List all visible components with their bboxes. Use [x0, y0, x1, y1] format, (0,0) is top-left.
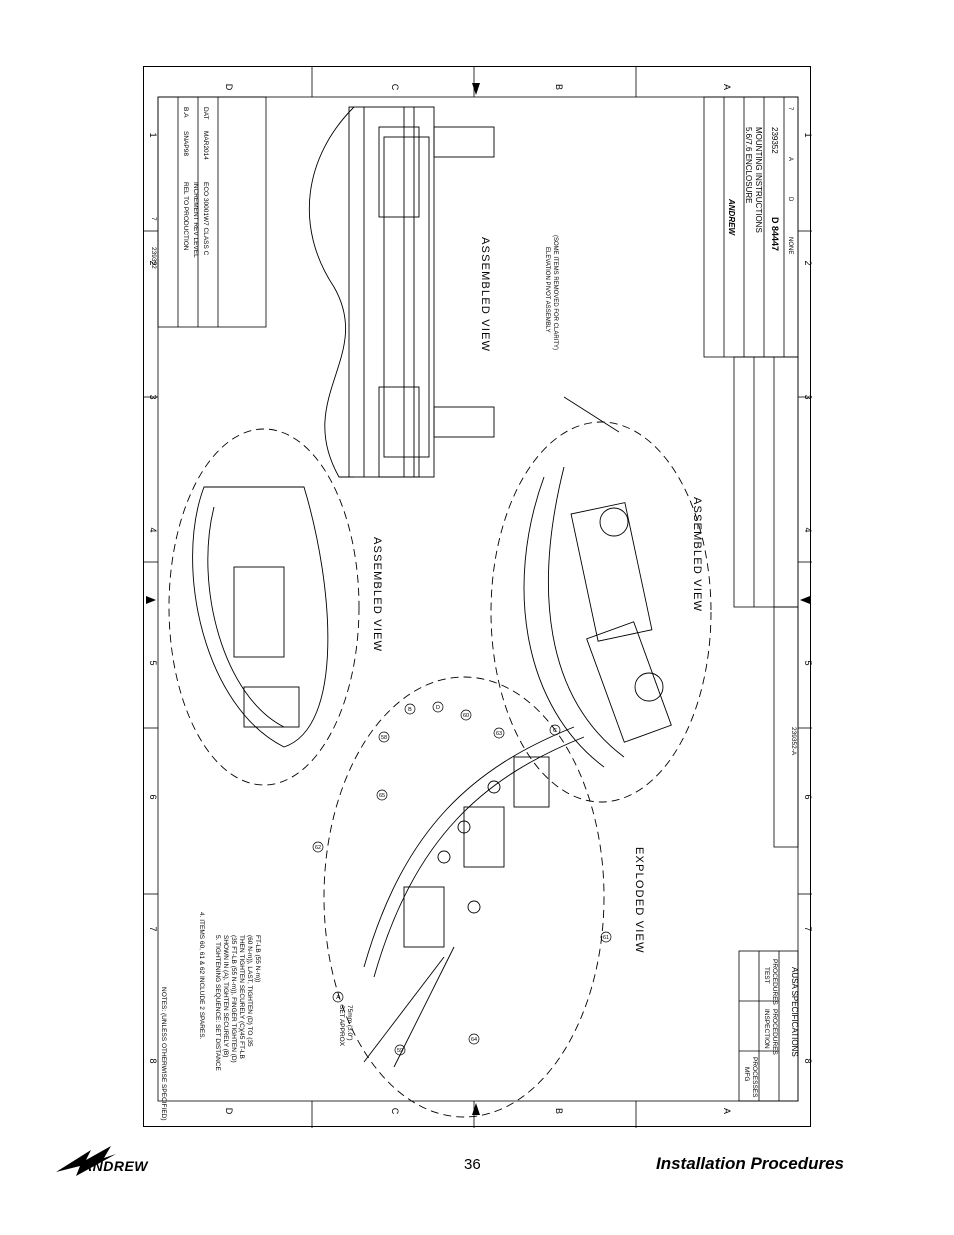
revision-number: 239352: [150, 247, 157, 269]
spec-col-2-bottom: PROCEDURES: [771, 1009, 778, 1056]
zone-letter-bottom-c: C: [390, 1108, 400, 1115]
assembled-view-profile: [308, 106, 495, 478]
assembled-view-pivot: [490, 396, 712, 803]
spec-col-2-top: INSPECTION: [763, 1009, 770, 1049]
exploded-view: [323, 676, 605, 1118]
revision-sheet: 7: [150, 217, 157, 221]
notes-line-7: FT-LB (55 N-m)): [254, 935, 261, 982]
caption-assembled-upper-right: ASSEMBLED VIEW: [479, 237, 491, 352]
balloon-a: A: [336, 995, 340, 1001]
zone-number-right-5: 5: [803, 660, 812, 665]
revision-row-1-by: B.A: [182, 107, 189, 118]
balloon-63: 63: [496, 731, 502, 737]
zone-number-left-6: 6: [148, 794, 158, 799]
zone-number-left-1: 1: [148, 132, 158, 137]
zone-number-left-8: 8: [148, 1058, 158, 1063]
balloon-64: 64: [471, 1037, 477, 1043]
title-block-company: ANDREW: [727, 198, 736, 236]
notes-line-5: THEN TIGHTEN SECURELY (C)(45 FT-LB: [238, 935, 245, 1059]
zone-number-left-4: 4: [148, 527, 158, 532]
engineering-drawing-sheet: D C B A D C B A 1 2 3 4 5 6 7 8 1 2 3 4 …: [143, 66, 812, 1128]
set-approx-line-2: 75mm (3.0"): [346, 1005, 353, 1041]
zone-number-right-1: 1: [803, 132, 812, 137]
balloon-60: 60: [463, 713, 469, 719]
caption-assembled-upper-left: ASSEMBLED VIEW: [371, 537, 383, 652]
balloon-58: 58: [381, 735, 387, 741]
balloon-b: B: [408, 707, 412, 713]
zone-letter-bottom-a: A: [722, 1108, 732, 1114]
page-number: 36: [464, 1156, 481, 1173]
spec-col-3-bottom: PROCEDURES: [771, 959, 778, 1006]
page-footer: ANDREW 36 Installation Procedures: [0, 1138, 954, 1198]
title-block-title-line-2: MOUNTING INSTRUCTIONS: [754, 127, 763, 233]
notes-line-6: (60 N-m)), LAST, TIGHTEN (D) TO (35: [246, 935, 253, 1047]
bottom-reference: 239352-A: [790, 727, 797, 756]
balloon-65: 65: [379, 793, 385, 799]
zone-number-left-2: 2: [148, 260, 158, 265]
balloon-59: 59: [397, 1048, 403, 1054]
title-block-size: D: [787, 197, 793, 202]
zone-number-right-6: 6: [803, 794, 812, 799]
title-block-rev: A: [787, 157, 793, 161]
revision-row-1-date: SNAP98: [182, 131, 189, 156]
balloon-d: D: [436, 705, 440, 711]
pivot-callout-line-1: ELEVATION PIVOT ASSEMBLY: [544, 247, 550, 333]
zone-letter-top-d: D: [224, 84, 234, 91]
revision-row-3-by: DAT: [202, 107, 209, 120]
pivot-callout-line-2: (SOME ITEMS REMOVED FOR CLARITY): [552, 235, 558, 350]
balloon-61: 61: [603, 935, 609, 941]
notes-line-1: 4. ITEMS 60, 61 & 62 INCLUDE 2 SPARES.: [198, 912, 205, 1040]
title-block-part-number: 239352: [770, 127, 779, 154]
title-block-frame: [157, 96, 799, 1102]
balloon-62: 62: [315, 845, 321, 851]
zone-letter-top-a: A: [722, 84, 732, 90]
zone-number-right-3: 3: [803, 394, 812, 399]
notes-line-3: SHOWN IN (A), TIGHTEN SECURELY (B): [222, 935, 229, 1057]
notes-line-0: NOTES: (UNLESS OTHERWISE SPECIFIED): [160, 987, 167, 1121]
zone-letter-top-c: C: [390, 84, 400, 91]
revision-row-3-desc: ECO 30001W7 CLASS C: [202, 182, 209, 256]
title-block-sheet: 7: [787, 107, 793, 111]
revision-row-3-date: MAR2014: [202, 131, 209, 160]
spec-col-1-bottom: PROCESSES: [751, 1057, 758, 1098]
spec-block-name: AUSA SPECIFICATIONS: [790, 967, 799, 1057]
andrew-logo-icon: [56, 1146, 116, 1176]
company-wordmark: ANDREW: [82, 1158, 148, 1174]
caption-assembled-pivot: ASSEMBLED VIEW: [691, 497, 703, 612]
set-approx-line-1: SET APPROX: [338, 1005, 345, 1047]
zone-number-left-5: 5: [148, 660, 158, 665]
notes-line-4: (35 FT-LB (55 N-m)), FINGER TIGHTEN (D): [230, 935, 237, 1063]
zone-number-left-3: 3: [148, 394, 158, 399]
section-title: Installation Procedures: [656, 1154, 844, 1173]
revision-row-1-desc: REL TO PRODUCTION: [182, 182, 189, 251]
drawing-canvas: D C B A D C B A 1 2 3 4 5 6 7 8 1 2 3 4 …: [144, 67, 812, 1128]
spec-col-1-top: MFG: [743, 1067, 750, 1081]
zone-number-right-2: 2: [803, 260, 812, 265]
zone-number-right-8: 8: [803, 1058, 812, 1063]
spec-col-3-top: TEST: [763, 967, 770, 984]
zone-number-right-7: 7: [803, 926, 812, 931]
balloon-c: C: [553, 728, 557, 734]
title-block-title-line-1: 5.6/7.6 ENCLOSURE: [744, 127, 753, 203]
zone-letter-bottom-b: B: [554, 1108, 564, 1114]
zone-letter-bottom-d: D: [224, 1108, 234, 1115]
zone-letter-top-b: B: [554, 84, 564, 90]
notes-line-2: 5. TIGHTENING SEQUENCE: SET DISTANCE: [214, 935, 221, 1071]
revision-row-2-desc: INCREMENT REV LEVEL: [192, 182, 199, 258]
title-block-scale: NONE: [787, 237, 793, 254]
zone-number-left-7: 7: [148, 926, 158, 931]
assembled-view-dish: [168, 428, 360, 786]
zone-number-right-4: 4: [803, 527, 812, 532]
caption-exploded: EXPLODED VIEW: [633, 847, 645, 954]
title-block-drawing-number: D 84447: [770, 217, 780, 251]
